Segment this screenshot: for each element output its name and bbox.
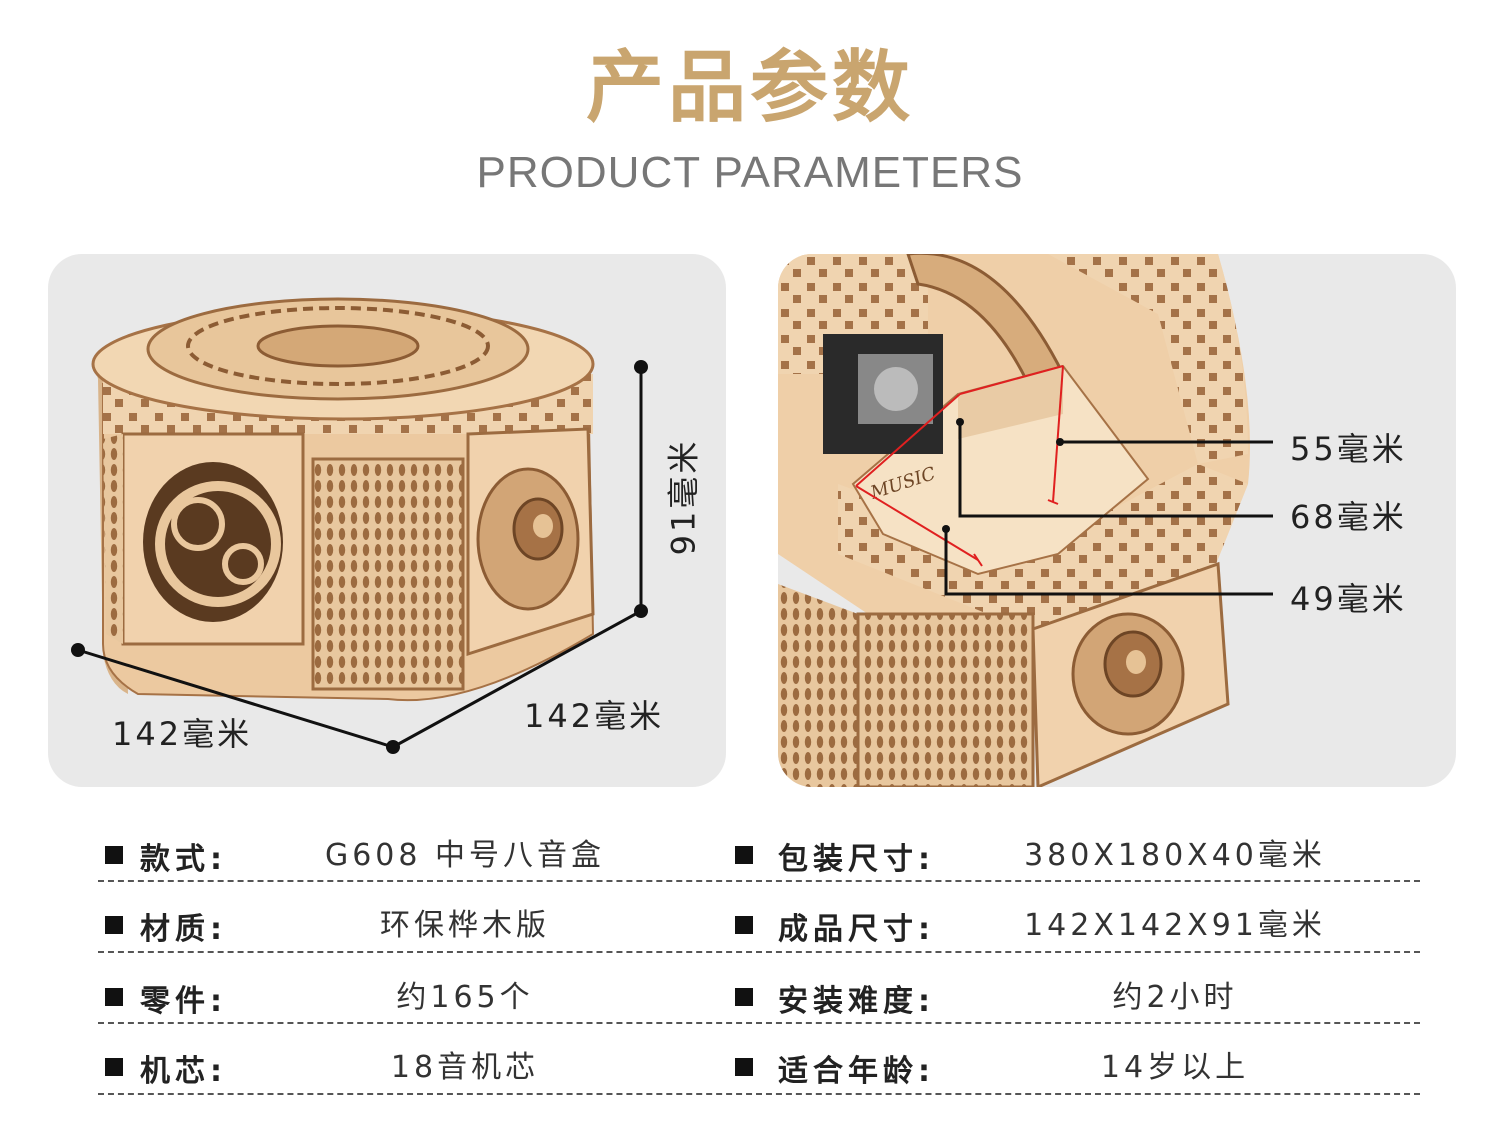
spec-row: 材质: 环保桦木版 成品尺寸: 142X142X91毫米: [0, 896, 1500, 966]
dimension-label-right: 142毫米: [524, 697, 665, 735]
bullet-icon: [735, 988, 753, 1006]
spec-label-package-size: 包装尺寸:: [778, 842, 935, 877]
dim-line-left: [77, 648, 394, 749]
page-title-en: PRODUCT PARAMETERS: [476, 148, 1024, 197]
spec-label-style: 款式:: [140, 842, 227, 877]
divider: [98, 951, 1420, 953]
dimension-label-height: 91毫米: [664, 438, 703, 556]
spec-row: 零件: 约165个 安装难度: 约2小时: [0, 968, 1500, 1038]
music-box-interior-illustration: MUSIC: [778, 254, 1273, 787]
spec-value-style: G608 中号八音盒: [324, 838, 606, 873]
spec-value-material: 环保桦木版: [380, 908, 550, 943]
bullet-icon: [105, 988, 123, 1006]
divider: [98, 1093, 1420, 1095]
bullet-icon: [105, 1058, 123, 1076]
leader-line-68: [958, 422, 1273, 518]
spec-value-age: 14岁以上: [1100, 1050, 1250, 1085]
spec-label-movement: 机芯:: [140, 1054, 227, 1089]
page-title-cn: 产品参数: [585, 43, 914, 133]
music-box-illustration: [71, 297, 648, 754]
dimension-label-55: 55毫米: [1290, 430, 1407, 468]
spec-label-age: 适合年龄:: [778, 1054, 935, 1089]
spec-value-package-size: 380X180X40毫米: [1024, 838, 1326, 873]
divider: [98, 880, 1420, 882]
bullet-icon: [735, 916, 753, 934]
spec-label-material: 材质:: [140, 912, 227, 947]
interior-dimension-panel: MUSIC 55毫米 68毫米 49毫米: [778, 254, 1456, 787]
bullet-icon: [105, 846, 123, 864]
bullet-icon: [735, 846, 753, 864]
spec-row: 机芯: 18音机芯 适合年龄: 14岁以上: [0, 1038, 1500, 1108]
divider: [98, 1022, 1420, 1024]
bullet-icon: [735, 1058, 753, 1076]
spec-value-product-size: 142X142X91毫米: [1024, 908, 1326, 943]
leader-line-49: [944, 529, 1273, 596]
spec-row: 款式: G608 中号八音盒 包装尺寸: 380X180X40毫米: [0, 826, 1500, 896]
spec-value-movement: 18音机芯: [390, 1050, 540, 1085]
product-dimension-panel: 142毫米 142毫米 91毫米: [48, 254, 726, 787]
spec-label-difficulty: 安装难度:: [778, 984, 935, 1019]
spec-label-parts: 零件:: [140, 984, 227, 1019]
spec-value-difficulty: 约2小时: [1112, 980, 1238, 1015]
dimension-label-left: 142毫米: [112, 715, 253, 753]
spec-label-product-size: 成品尺寸:: [778, 912, 935, 947]
spec-value-parts: 约165个: [396, 980, 534, 1015]
bullet-icon: [105, 916, 123, 934]
dimension-label-68: 68毫米: [1290, 498, 1407, 536]
dimension-label-49: 49毫米: [1290, 580, 1407, 618]
dim-line-right: [392, 609, 642, 749]
